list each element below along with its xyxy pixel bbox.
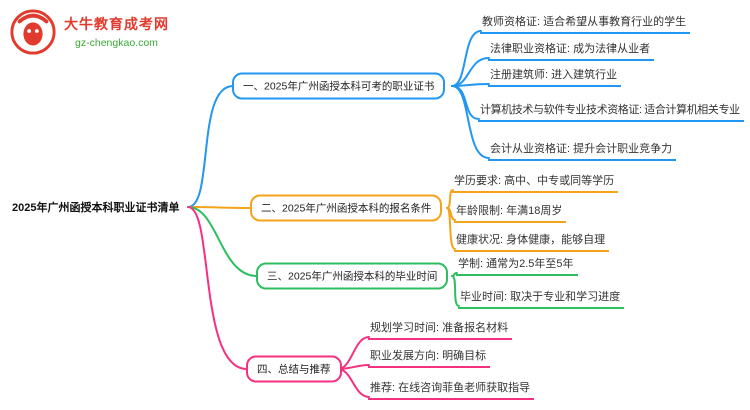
site-name: 大牛教育成考网 — [64, 16, 169, 32]
connector-path — [337, 368, 370, 398]
leaf-career-direction: 职业发展方向: 明确目标 — [368, 347, 491, 368]
leaf-plan-study-time: 规划学习时间: 准备报名材料 — [368, 319, 513, 340]
leaf-computer-cert: 计算机技术与软件专业技术资格证: 适合计算机相关专业 — [478, 101, 744, 122]
bull-logo-icon — [10, 9, 56, 55]
connector-path — [451, 85, 480, 120]
leaf-study-duration: 学制: 通常为2.5年至5年 — [456, 255, 578, 276]
leaf-graduation-date: 毕业时间: 取决于专业和学习进度 — [458, 288, 625, 309]
connector-path — [187, 85, 234, 208]
connector-path — [446, 207, 456, 250]
leaf-age-limit: 年龄限制: 年满18周岁 — [454, 202, 567, 223]
branch-enrollment-conditions: 二、2025年广州函授本科的报名条件 — [250, 194, 443, 222]
branch-summary-recommendation: 四、总结与推荐 — [246, 355, 342, 383]
branch-graduation-time: 三、2025年广州函授本科的毕业时间 — [256, 262, 449, 290]
connector-path — [337, 336, 370, 370]
connector-path — [451, 275, 460, 307]
root-node-title: 2025年广州函授本科职业证书清单 — [12, 202, 180, 214]
leaf-recommendation: 推荐: 在线咨询菲鱼老师获取指导 — [368, 379, 535, 400]
leaf-health-condition: 健康状况: 身体健康，能够自理 — [454, 231, 610, 252]
site-logo: 大牛教育成考网 gz-chengkao.com — [8, 8, 169, 56]
site-url: gz-chengkao.com — [75, 37, 158, 49]
connector-path — [187, 206, 248, 370]
connector-path — [187, 206, 252, 209]
leaf-legal-cert: 法律职业资格证: 成为法律从业者 — [488, 40, 655, 61]
leaf-architect-cert: 注册建筑师: 进入建筑行业 — [488, 66, 622, 87]
leaf-accounting-cert: 会计从业资格证: 提升会计职业竞争力 — [488, 140, 677, 161]
connector-path — [451, 85, 490, 159]
connector-path — [187, 206, 258, 277]
branch-certificates: 一、2025年广州函授本科可考的职业证书 — [232, 72, 446, 100]
leaf-teacher-cert: 教师资格证: 适合希望从事教育行业的学生 — [480, 13, 691, 34]
leaf-education-requirement: 学历要求: 高中、中专或同等学历 — [452, 172, 619, 193]
